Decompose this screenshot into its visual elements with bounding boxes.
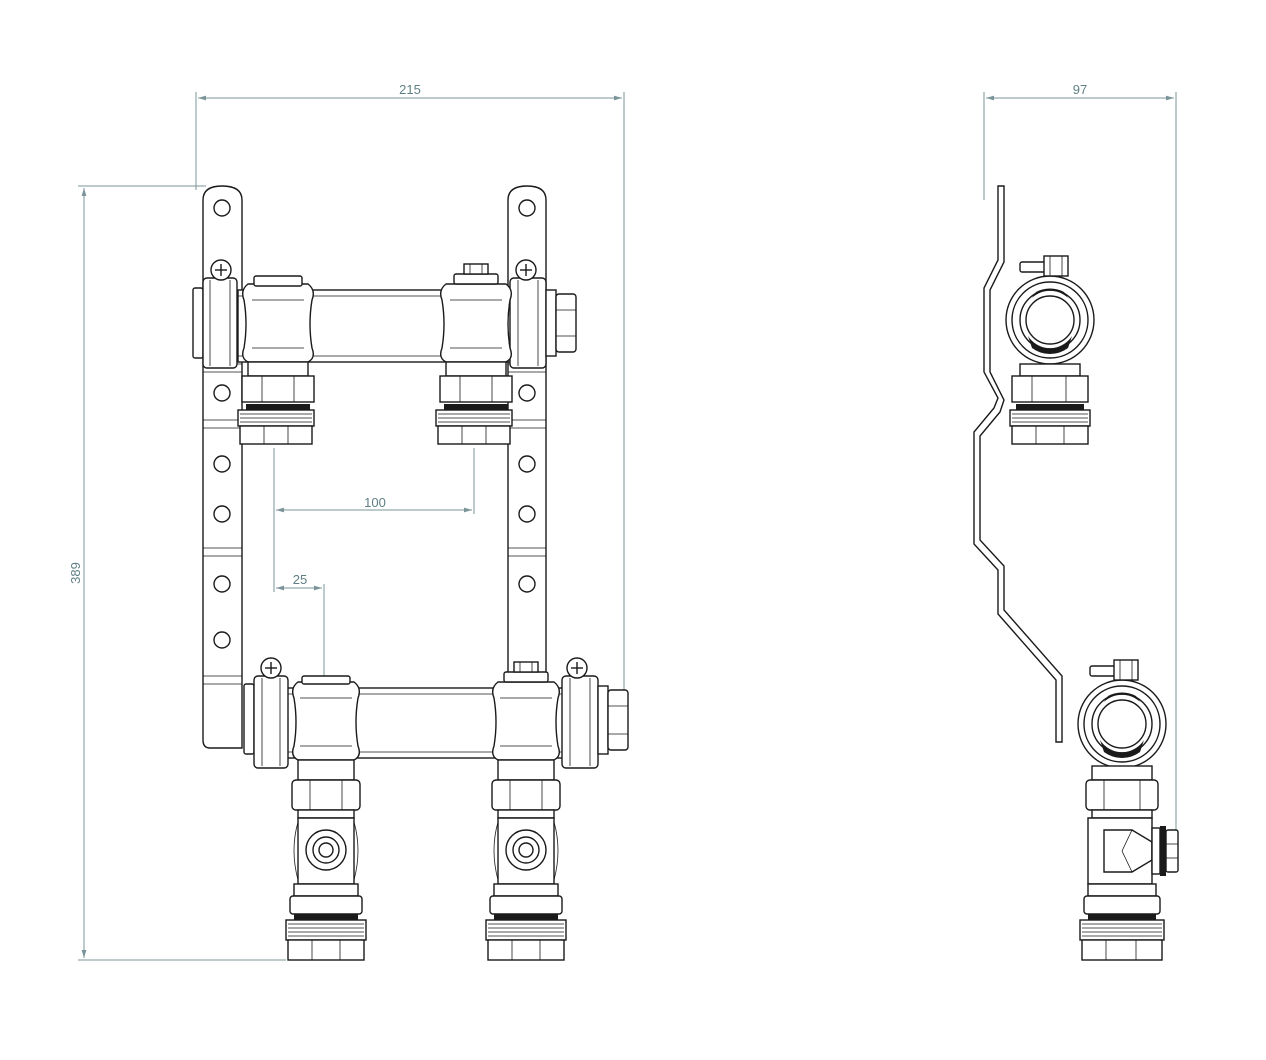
lower-valve-right bbox=[485, 661, 567, 961]
front-view bbox=[192, 185, 629, 961]
side-bracket bbox=[973, 185, 1063, 743]
dimension-height: 389 bbox=[68, 185, 286, 961]
side-view bbox=[973, 185, 1179, 961]
dimension-offset-label: 25 bbox=[293, 572, 307, 587]
dimension-depth: 97 bbox=[983, 82, 1177, 830]
upper-valve-left bbox=[237, 275, 315, 445]
side-upper-valve bbox=[1005, 255, 1095, 445]
dimension-spacing: 100 bbox=[273, 448, 475, 592]
dimension-offset: 25 bbox=[276, 572, 325, 676]
dimension-width: 215 bbox=[195, 82, 625, 690]
dimension-height-label: 389 bbox=[68, 562, 83, 584]
lower-valve-left bbox=[285, 675, 367, 961]
upper-valve-right bbox=[435, 263, 513, 445]
dimension-width-label: 215 bbox=[399, 82, 421, 97]
dimension-depth-label: 97 bbox=[1073, 82, 1087, 97]
dimension-spacing-label: 100 bbox=[364, 495, 386, 510]
side-lower-valve bbox=[1077, 659, 1179, 961]
